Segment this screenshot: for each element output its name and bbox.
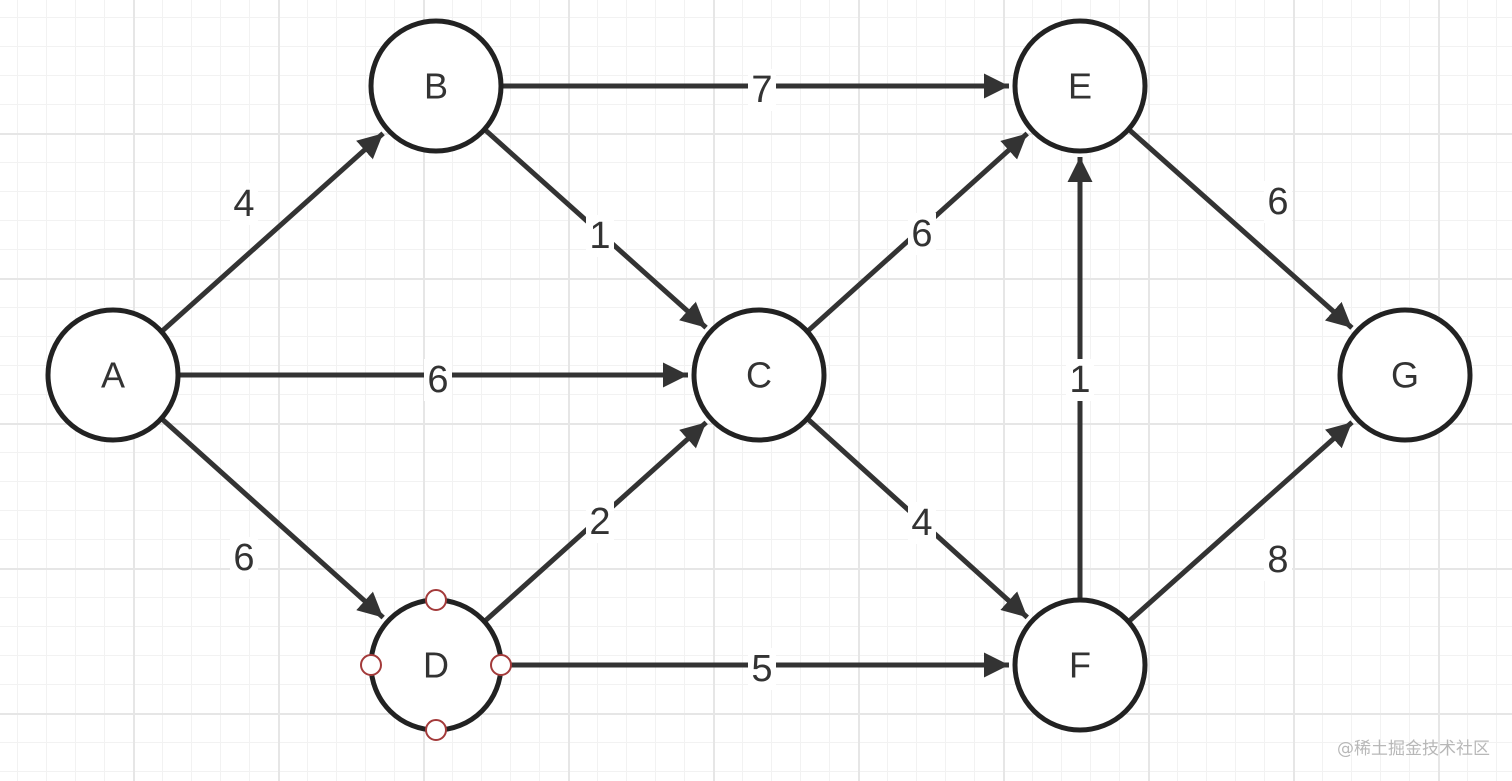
edge-weight-c-e[interactable]: 6 — [911, 213, 932, 255]
weight-background — [1264, 181, 1292, 223]
weights-layer: 4 6 6 7 1 2 5 6 4 1 6 8 — [230, 69, 1292, 690]
node-d[interactable]: D — [368, 597, 504, 733]
node-label: G — [1391, 355, 1419, 396]
edge-e-g[interactable] — [1128, 128, 1354, 330]
edge-weight-f-g[interactable]: 8 — [1267, 539, 1288, 581]
node-label: E — [1068, 66, 1092, 107]
edge-weight-a-d[interactable]: 6 — [233, 537, 254, 579]
edge-weight-d-f[interactable]: 5 — [751, 648, 772, 690]
edge-weight-b-e[interactable]: 7 — [751, 69, 772, 111]
edge-f-g[interactable] — [1128, 420, 1354, 623]
edge-a-b[interactable] — [161, 131, 385, 333]
node-label: A — [101, 355, 125, 396]
weight-background — [1264, 539, 1292, 581]
node-circle[interactable] — [691, 307, 827, 443]
node-circle[interactable] — [1012, 597, 1148, 733]
weight-background — [586, 215, 614, 257]
edge-weight-b-c[interactable]: 1 — [589, 215, 610, 257]
node-label: F — [1069, 645, 1091, 686]
edge-weight-e-g[interactable]: 6 — [1267, 181, 1288, 223]
node-circle[interactable] — [368, 18, 504, 154]
weight-background — [908, 213, 936, 255]
node-e[interactable]: E — [1012, 18, 1148, 154]
selection-handle-left[interactable] — [360, 654, 382, 676]
selection-handle-bottom[interactable] — [425, 719, 447, 741]
weight-background — [748, 69, 776, 111]
weight-background — [424, 359, 452, 401]
node-circle[interactable] — [1337, 307, 1473, 443]
edge-weight-f-e[interactable]: 1 — [1069, 359, 1090, 401]
node-circle[interactable] — [1012, 18, 1148, 154]
edge-weight-c-f[interactable]: 4 — [911, 502, 932, 544]
node-label: D — [423, 645, 449, 686]
node-circle[interactable] — [45, 307, 181, 443]
node-g[interactable]: G — [1337, 307, 1473, 443]
edge-weight-a-b[interactable]: 4 — [233, 183, 254, 225]
weight-background — [748, 648, 776, 690]
weight-background — [1066, 359, 1094, 401]
edge-weight-d-c[interactable]: 2 — [589, 501, 610, 543]
node-c[interactable]: C — [691, 307, 827, 443]
selection-handles — [360, 589, 512, 741]
watermark: @稀土掘金技术社区 — [1337, 739, 1490, 759]
weight-background — [908, 502, 936, 544]
node-a[interactable]: A — [45, 307, 181, 443]
weight-background — [230, 537, 258, 579]
weight-background — [230, 183, 258, 225]
weight-background — [586, 501, 614, 543]
edge-a-d[interactable] — [161, 417, 385, 620]
edge-weight-a-c[interactable]: 6 — [427, 359, 448, 401]
nodes-layer: A B C D E F G — [45, 18, 1473, 733]
node-f[interactable]: F — [1012, 597, 1148, 733]
node-label: B — [424, 66, 448, 107]
node-label: C — [746, 355, 772, 396]
node-b[interactable]: B — [368, 18, 504, 154]
selection-handle-top[interactable] — [425, 589, 447, 611]
selection-handle-right[interactable] — [490, 654, 512, 676]
